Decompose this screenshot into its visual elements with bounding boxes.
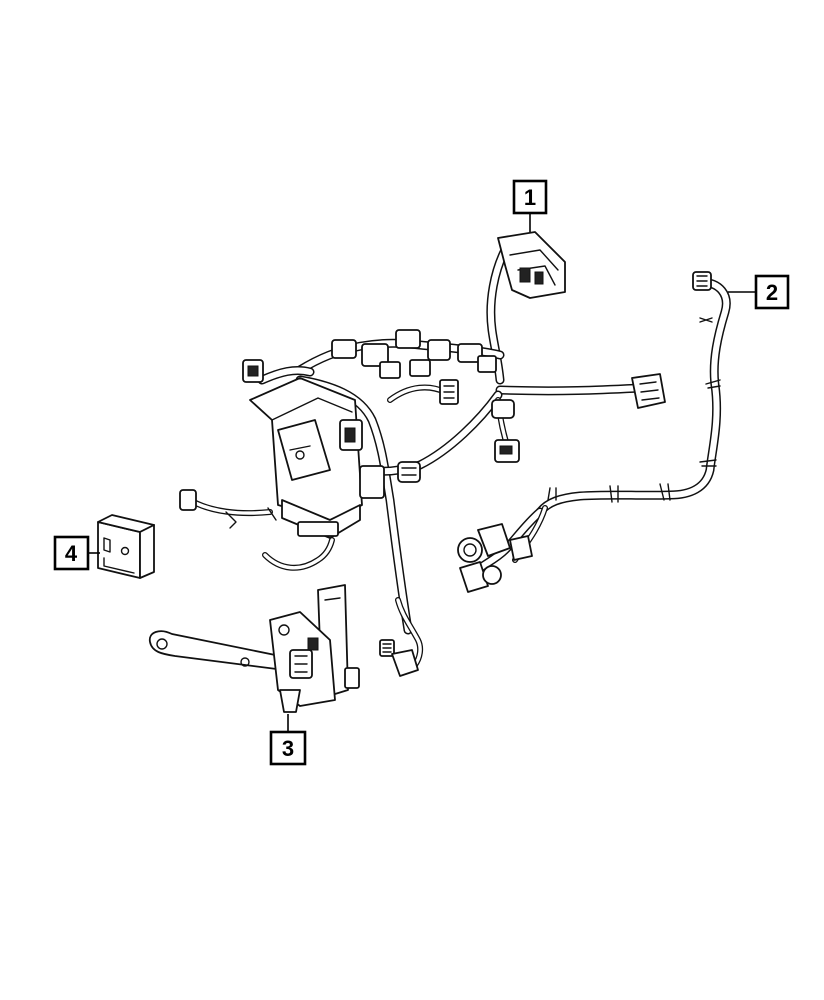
callout-2: 2 [728, 274, 790, 310]
callout-3: 3 [269, 714, 307, 766]
part-4-clip-bracket[interactable] [97, 514, 155, 579]
callout-1-label: 1 [524, 185, 536, 210]
callout-3-label: 3 [282, 736, 294, 761]
callout-1: 1 [512, 179, 548, 232]
part-3-bracket[interactable] [148, 584, 360, 713]
callout-4-label: 4 [65, 541, 78, 566]
part-1-engine-wiring-harness[interactable] [179, 231, 666, 677]
callout-4: 4 [53, 535, 100, 571]
callout-2-label: 2 [766, 280, 778, 305]
part-2-jumper-wiring-harness[interactable] [457, 271, 731, 593]
